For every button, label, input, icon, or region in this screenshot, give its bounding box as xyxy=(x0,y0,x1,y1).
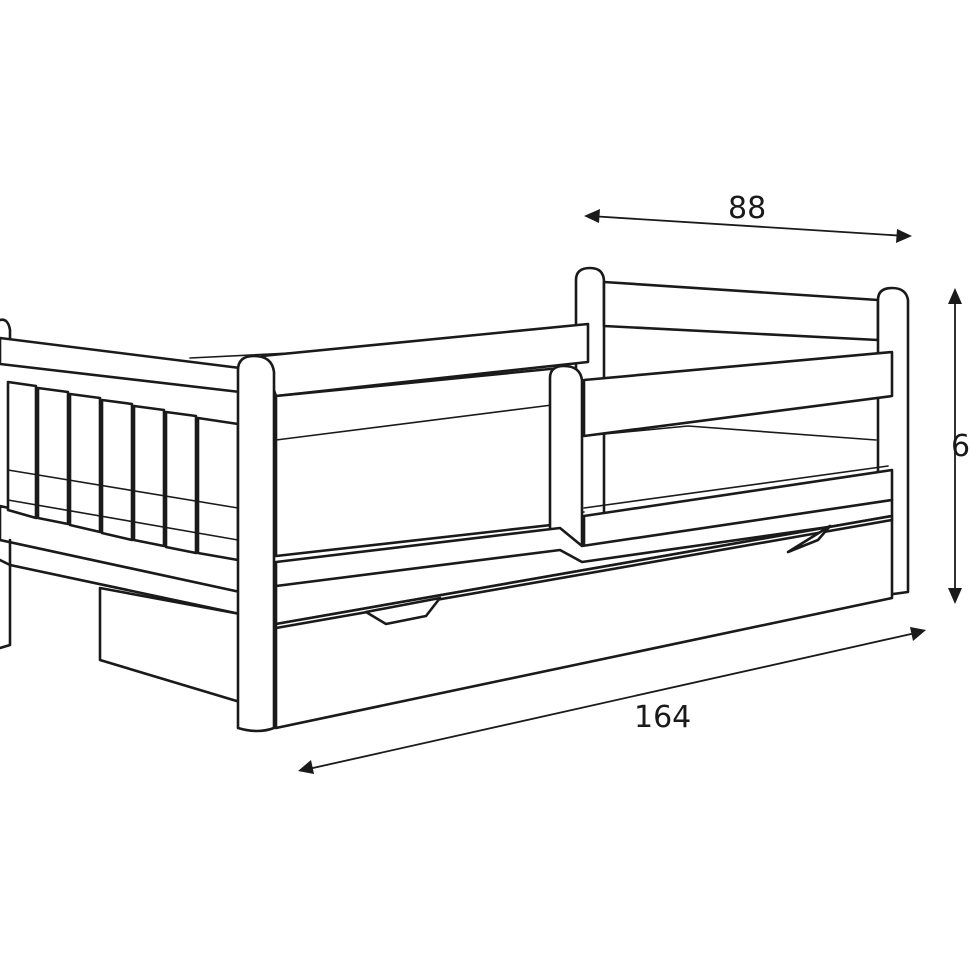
footboard-slat xyxy=(164,410,198,555)
frame-side-board-edge xyxy=(274,516,894,588)
mattress-top-far xyxy=(583,425,877,441)
footboard-slat xyxy=(100,398,134,542)
width-label: 88 xyxy=(728,191,766,226)
footboard-far-post xyxy=(0,318,12,342)
side-rail-post xyxy=(548,364,584,550)
footboard-slat xyxy=(68,392,102,534)
length-label: 164 xyxy=(634,700,691,735)
headboard xyxy=(574,266,910,598)
front-post xyxy=(236,354,276,733)
footboard-mattress-edge xyxy=(7,469,239,509)
mattress-edge xyxy=(583,465,889,509)
footboard-slat xyxy=(6,380,38,520)
length-arrow-left xyxy=(298,760,314,774)
left-drawer-end xyxy=(98,586,242,704)
side-rail-front xyxy=(260,322,590,558)
front-left-post xyxy=(236,354,276,733)
footboard xyxy=(0,318,242,650)
drawer-handle-right xyxy=(786,524,832,554)
height-arrow-top xyxy=(948,288,962,304)
side-rail-guard xyxy=(274,366,562,558)
drawer-front-panel xyxy=(274,514,894,730)
length-arrow-right xyxy=(910,627,926,641)
drawer-handle-left xyxy=(364,596,442,626)
width-arrow-left xyxy=(584,209,600,223)
headboard-mid-rail xyxy=(582,350,894,438)
side-rail-guard-inner xyxy=(275,403,561,441)
height-dimension: 6 xyxy=(948,288,970,604)
length-dimension-line xyxy=(303,631,921,771)
headboard-top-rail xyxy=(602,280,880,342)
width-arrow-right xyxy=(896,229,912,243)
width-dimension-line xyxy=(589,215,907,237)
height-label: 6 xyxy=(951,429,970,464)
length-dimension: 164 xyxy=(298,627,926,774)
footboard-slat xyxy=(36,386,70,526)
footboard-slat xyxy=(132,404,166,548)
height-arrow-bottom xyxy=(948,588,962,604)
drawer-end-panel xyxy=(98,586,242,704)
footboard-left-leg xyxy=(0,558,12,650)
footboard-mattress-edge xyxy=(7,499,239,541)
width-dimension: 88 xyxy=(584,191,912,243)
footboard-top-rail xyxy=(0,336,242,394)
front-drawer xyxy=(274,514,894,730)
